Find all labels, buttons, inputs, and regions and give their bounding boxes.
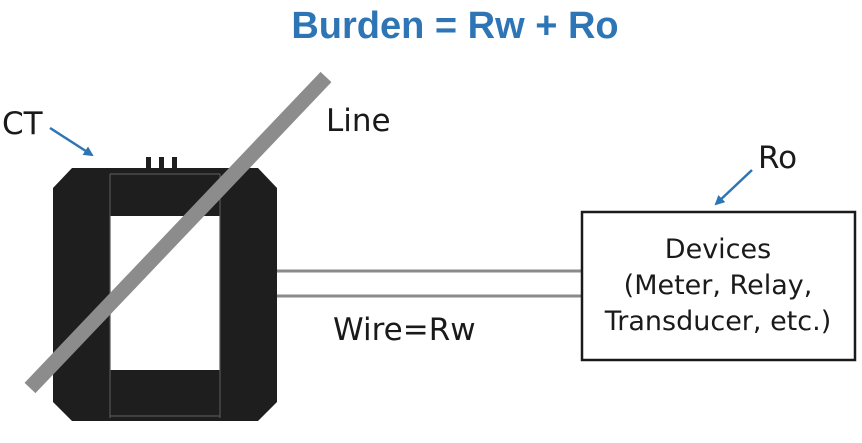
devices-box: Devices (Meter, Relay, Transducer, etc.): [580, 210, 857, 362]
secondary-wires: [276, 269, 582, 298]
current-transformer: [53, 157, 277, 421]
wire-label: Wire=Rw: [333, 312, 476, 348]
ct-terminal-1: [146, 157, 151, 169]
devices-examples-line2: Transducer, etc.): [604, 306, 831, 337]
ro-arrow: [714, 169, 753, 206]
ct-label: CT: [2, 106, 44, 142]
line-label: Line: [326, 103, 391, 139]
devices-box-frame: [580, 210, 857, 362]
devices-title: Devices: [665, 234, 771, 265]
ct-terminal-3: [172, 157, 177, 169]
ct-arrow: [49, 126, 94, 157]
ct-terminal-2: [159, 157, 164, 169]
ro-label: Ro: [758, 140, 797, 176]
primary-line-conductor: [24, 71, 332, 394]
diagram-title: Burden = Rw + Ro: [291, 5, 618, 47]
ct-core: [53, 168, 277, 421]
devices-examples-line1: (Meter, Relay,: [624, 270, 813, 301]
